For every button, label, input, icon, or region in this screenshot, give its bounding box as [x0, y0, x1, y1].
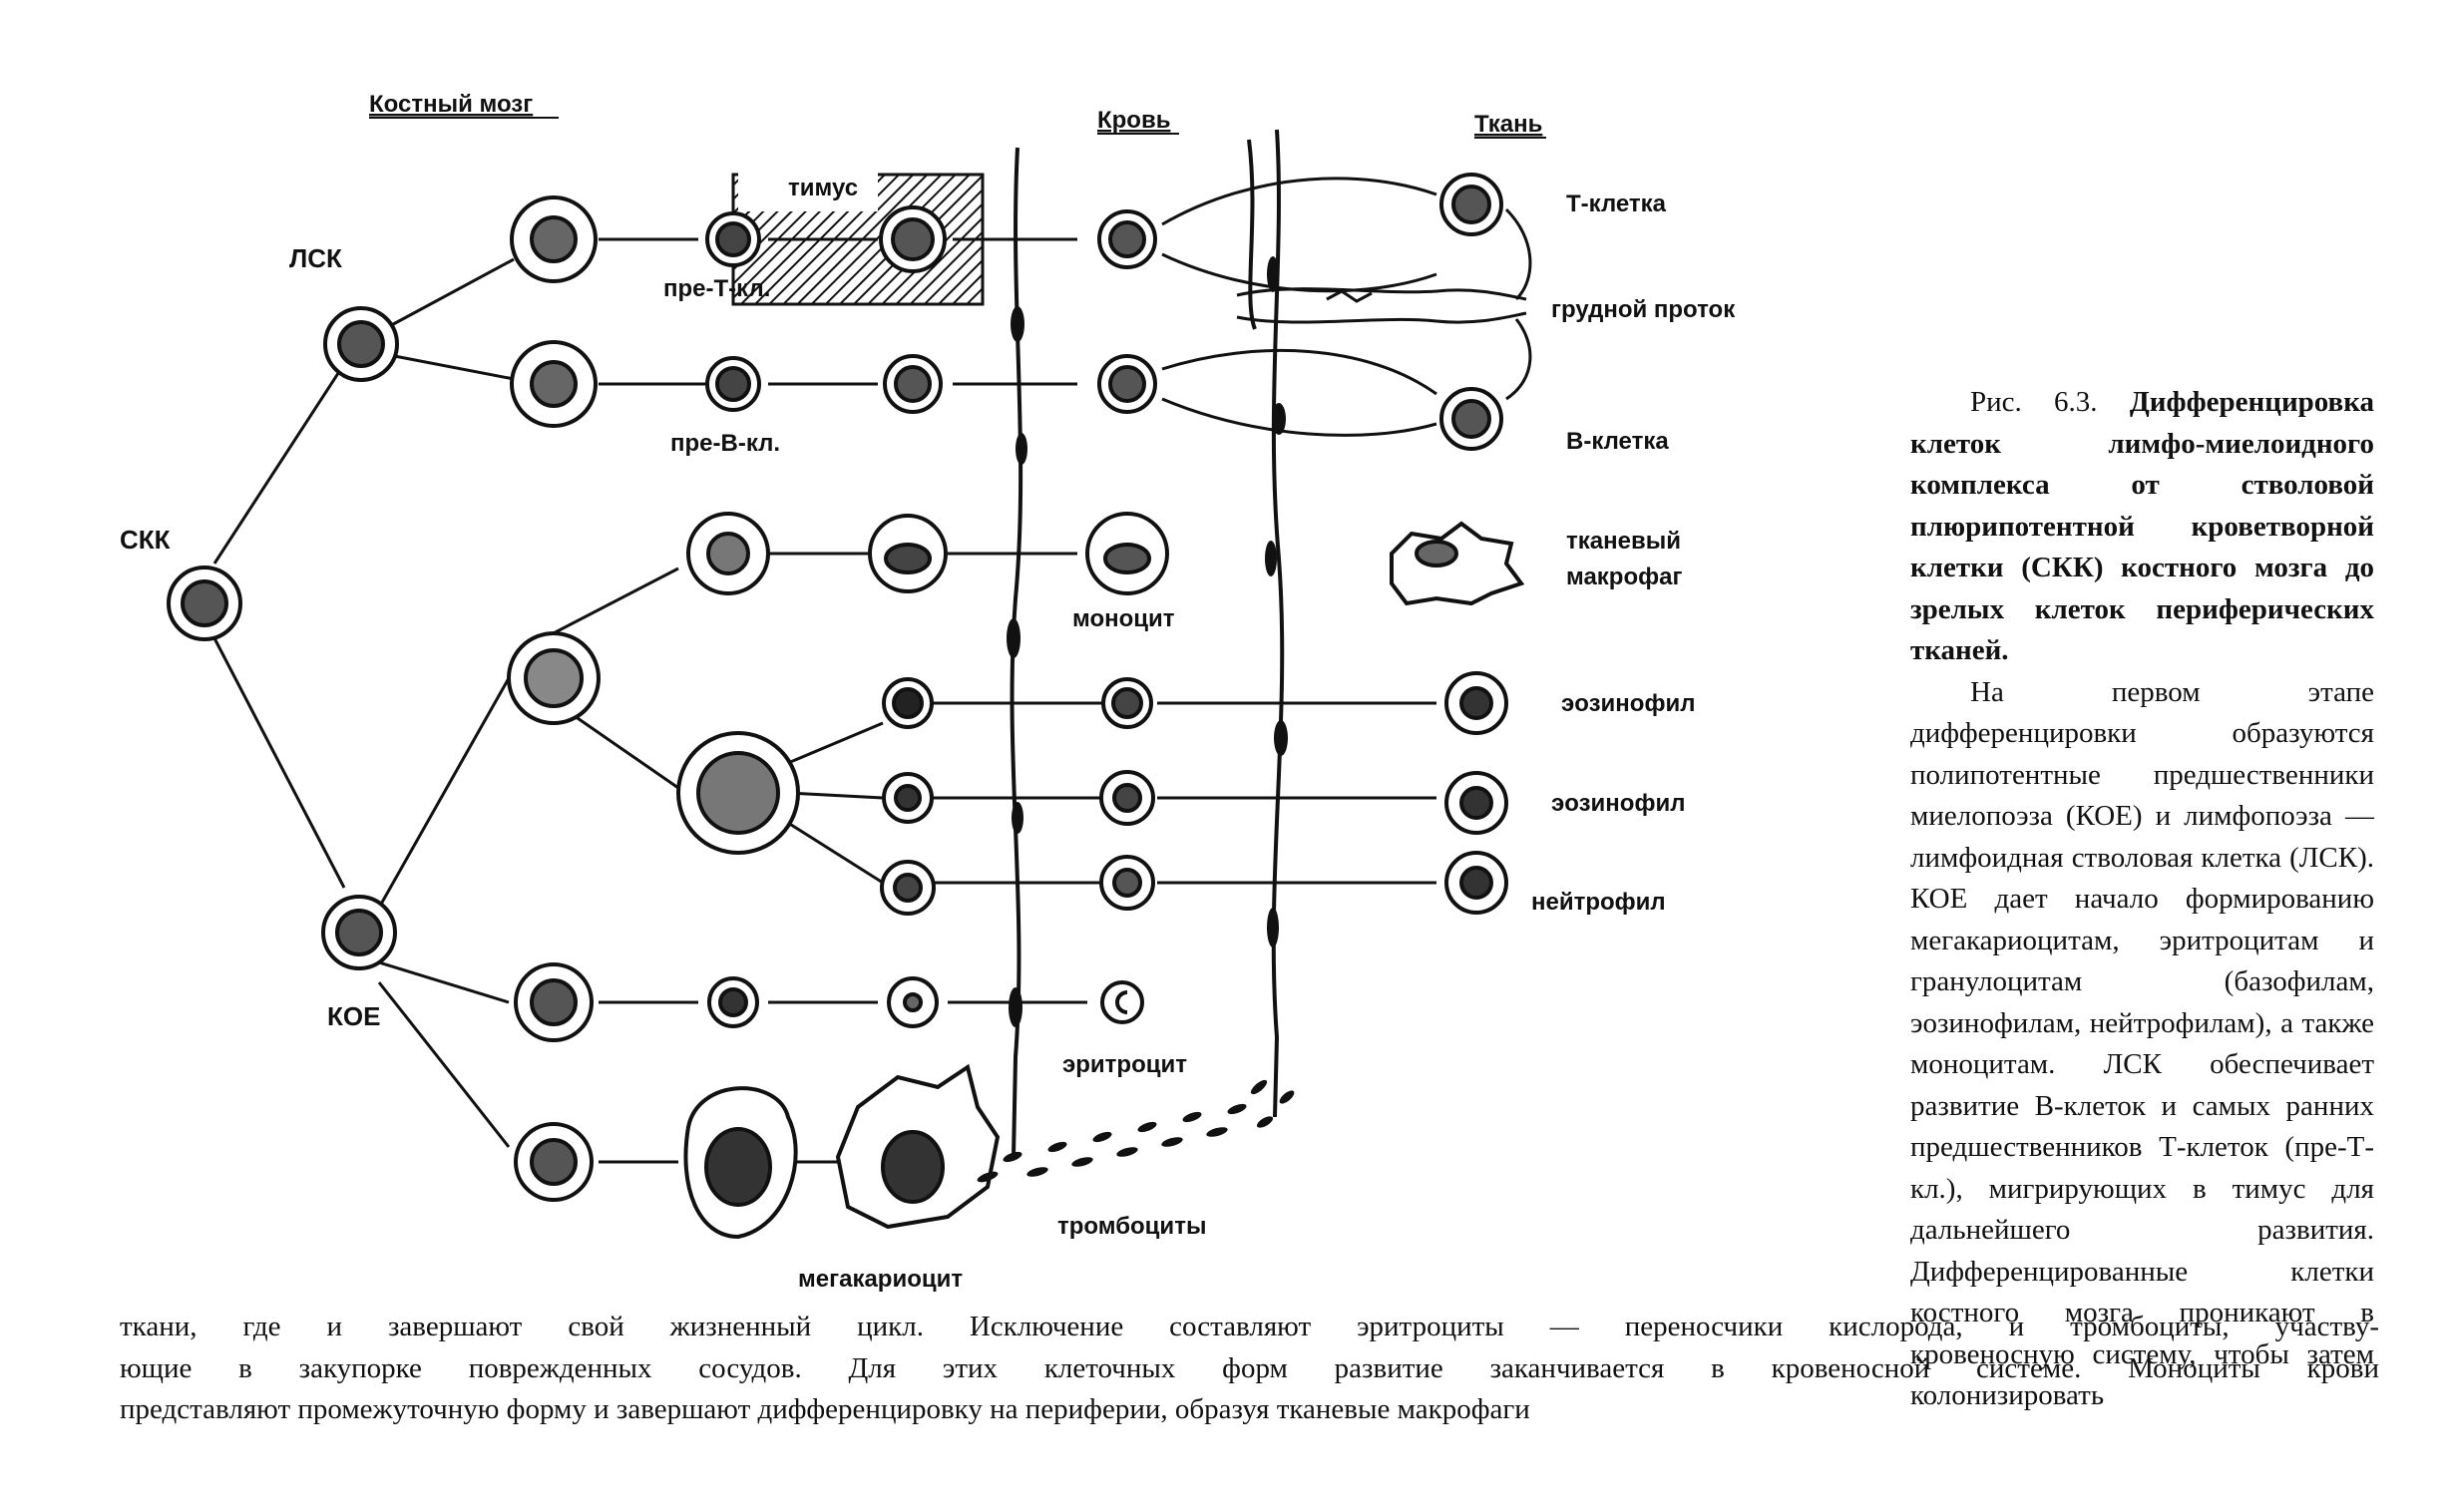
label-lsk: ЛСК	[289, 243, 342, 273]
caption-fig-title: Дифференцировка клеток лимфо-миелоидного…	[1910, 386, 2374, 666]
thoracic-duct	[1236, 287, 1527, 324]
label-t-cell: Т-клетка	[1566, 190, 1667, 217]
caption-title-paragraph: Рис. 6.3. Дифференцировка клеток лимфо-м…	[1910, 382, 2374, 672]
label-koe: КОЕ	[327, 1001, 380, 1031]
label-pre-b: пре-В-кл.	[670, 430, 780, 457]
label-thymus: тимус	[788, 175, 858, 201]
label-monocyte: моноцит	[1072, 605, 1175, 632]
label-neutrophil: нейтрофил	[1531, 889, 1666, 916]
caption-line-2: ющие в закупорке поврежденных сосудов. Д…	[120, 1351, 2379, 1384]
vessel-walls	[1010, 129, 1285, 1158]
label-skk: СКК	[120, 525, 171, 555]
label-pre-t: пре-Т-кл.	[663, 275, 770, 302]
endothelial-cells	[1007, 256, 1288, 1027]
caption-line-3: представляют промежуточную форму и завер…	[120, 1393, 1530, 1425]
hematopoiesis-diagram: Костный мозг Кровь Ткань СКК ЛСК КОЕ тим…	[120, 91, 1736, 1293]
header-bone-marrow: Костный мозг	[369, 91, 533, 118]
caption-body: На первом этапе дифференцировки образуют…	[1910, 675, 2374, 1412]
cells	[167, 173, 1525, 1240]
caption-fig-number: Рис. 6.3.	[1970, 386, 2098, 418]
label-eosinophil-2: эозинофил	[1551, 790, 1685, 817]
caption-continuation: ткани, где и завершают свой жизненный ци…	[120, 1307, 2379, 1431]
label-eosinophil-1: эозинофил	[1561, 690, 1695, 717]
platelets	[977, 1079, 1295, 1183]
label-megakaryocyte: мегакариоцит	[798, 1266, 963, 1293]
caption-line-1: ткани, где и завершают свой жизненный ци…	[120, 1311, 2379, 1342]
label-thoracic-duct: грудной проток	[1551, 296, 1736, 323]
label-tissue-macrophage-2: макрофаг	[1566, 564, 1682, 590]
lineage-lines	[212, 177, 1532, 1164]
label-platelets: тромбоциты	[1057, 1213, 1206, 1240]
figure-caption: Рис. 6.3. Дифференцировка клеток лимфо-м…	[1910, 382, 2374, 1417]
label-erythrocyte: эритроцит	[1062, 1051, 1187, 1078]
label-b-cell: В-клетка	[1566, 428, 1669, 455]
label-tissue-macrophage-1: тканевый	[1566, 528, 1681, 555]
header-tissue: Ткань	[1474, 111, 1542, 138]
header-blood: Кровь	[1097, 107, 1170, 134]
